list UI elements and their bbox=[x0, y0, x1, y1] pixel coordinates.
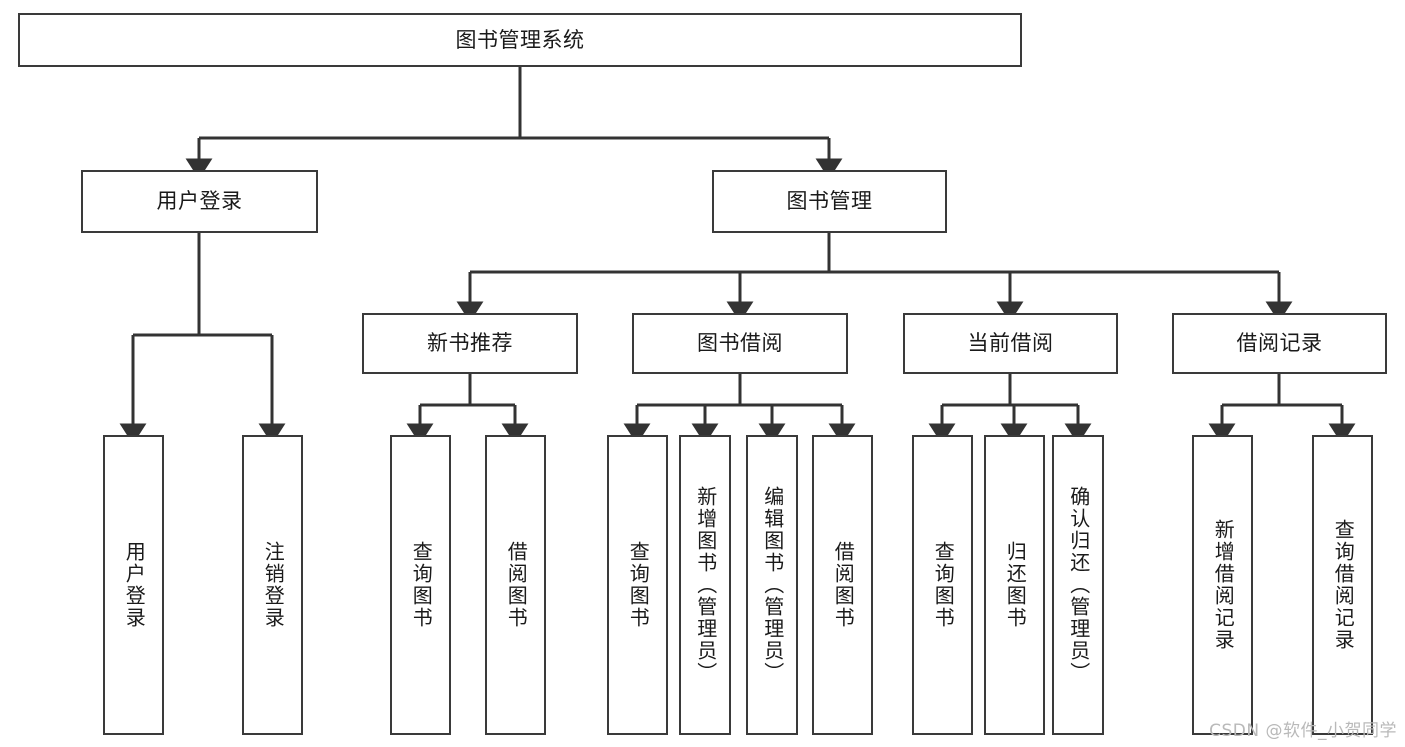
leaf-node[interactable]: 借阅图书 bbox=[812, 435, 873, 735]
node-root[interactable]: 图书管理系统 bbox=[18, 13, 1022, 67]
node-label: 图书管理系统 bbox=[455, 27, 585, 52]
node-label: 查询图书 bbox=[931, 541, 956, 629]
leaf-node[interactable]: 确认归还（管理员） bbox=[1052, 435, 1104, 735]
leaf-node[interactable]: 编辑图书（管理员） bbox=[746, 435, 798, 735]
leaf-node[interactable]: 借阅图书 bbox=[485, 435, 546, 735]
node-label: 查询图书 bbox=[409, 541, 434, 629]
node-label: 注销登录 bbox=[261, 541, 286, 629]
node-label: 当前借阅 bbox=[967, 331, 1054, 356]
node-label: 查询借阅记录 bbox=[1331, 519, 1356, 651]
node-label: 借阅图书 bbox=[504, 541, 529, 629]
leaf-node[interactable]: 注销登录 bbox=[242, 435, 303, 735]
node-label: 借阅图书 bbox=[831, 541, 856, 629]
node-label: 新增图书（管理员） bbox=[693, 486, 718, 684]
node-book-manage[interactable]: 图书管理 bbox=[712, 170, 947, 233]
leaf-node[interactable]: 查询图书 bbox=[390, 435, 451, 735]
leaf-node[interactable]: 新增借阅记录 bbox=[1192, 435, 1253, 735]
node-label: 查询图书 bbox=[626, 541, 651, 629]
node-label: 新书推荐 bbox=[427, 331, 513, 356]
node-label: 图书借阅 bbox=[697, 331, 783, 356]
node-label: 新增借阅记录 bbox=[1211, 519, 1236, 651]
leaf-node[interactable]: 查询图书 bbox=[912, 435, 973, 735]
node-label: 归还图书 bbox=[1003, 541, 1028, 629]
node-label: 图书管理 bbox=[786, 189, 873, 214]
node-new-book-recommend[interactable]: 新书推荐 bbox=[362, 313, 578, 374]
node-current-borrow[interactable]: 当前借阅 bbox=[903, 313, 1118, 374]
leaf-node[interactable]: 查询图书 bbox=[607, 435, 668, 735]
node-book-borrow[interactable]: 图书借阅 bbox=[632, 313, 848, 374]
node-label: 借阅记录 bbox=[1236, 331, 1323, 356]
leaf-node[interactable]: 用户登录 bbox=[103, 435, 164, 735]
node-label: 确认归还（管理员） bbox=[1066, 486, 1091, 684]
leaf-node[interactable]: 查询借阅记录 bbox=[1312, 435, 1373, 735]
node-label: 用户登录 bbox=[122, 541, 147, 629]
node-label: 用户登录 bbox=[156, 189, 243, 214]
node-user-login[interactable]: 用户登录 bbox=[81, 170, 318, 233]
node-label: 编辑图书（管理员） bbox=[760, 486, 785, 684]
node-borrow-record[interactable]: 借阅记录 bbox=[1172, 313, 1387, 374]
leaf-node[interactable]: 归还图书 bbox=[984, 435, 1045, 735]
leaf-node[interactable]: 新增图书（管理员） bbox=[679, 435, 731, 735]
